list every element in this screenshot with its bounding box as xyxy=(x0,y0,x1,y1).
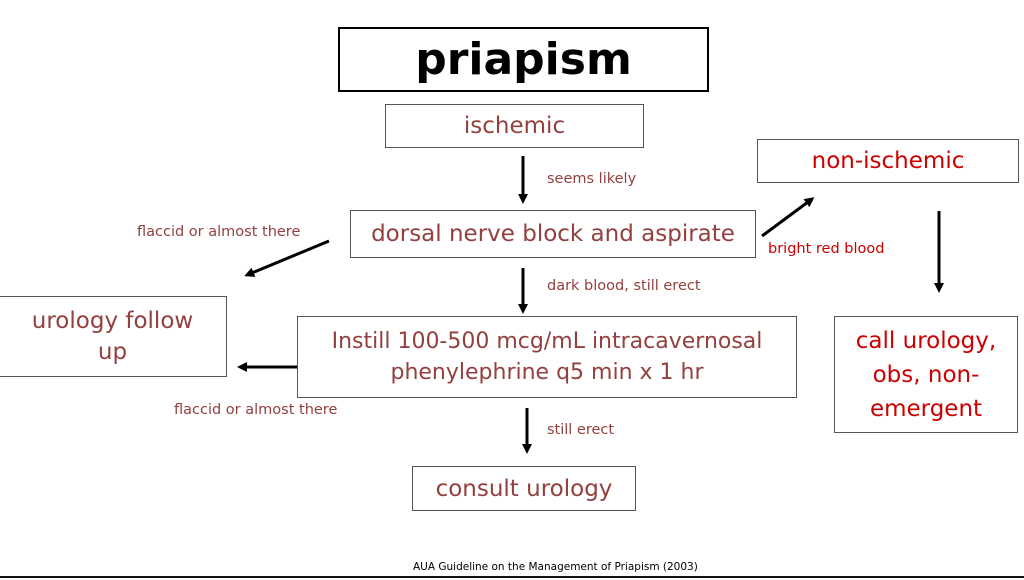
node-non-ischemic-label: non-ischemic xyxy=(811,148,965,174)
node-urology-follow-up-line1: urology follow xyxy=(31,307,194,334)
edge-label-seems-likely: seems likely xyxy=(547,171,637,187)
title-box: priapism xyxy=(338,27,709,92)
node-consult-urology-label: consult urology xyxy=(435,475,613,502)
edge-label-dark-blood: dark blood, still erect xyxy=(547,278,701,294)
node-ischemic-label: ischemic xyxy=(463,113,566,139)
edge-label-still-erect: still erect xyxy=(547,422,615,438)
arrow-block-to-follow-up xyxy=(244,239,330,277)
arrow-block-to-nonischemic xyxy=(761,197,815,238)
node-dorsal-block: dorsal nerve block and aspirate xyxy=(350,210,756,258)
node-dorsal-block-label: dorsal nerve block and aspirate xyxy=(371,221,735,247)
node-urology-follow-up: urology follow up xyxy=(0,296,227,377)
node-instill-line1: Instill 100-500 mcg/mL intracavernosal xyxy=(331,329,763,354)
page-title: priapism xyxy=(415,34,632,85)
edge-label-flaccid-top: flaccid or almost there xyxy=(137,224,301,240)
node-instill-phenylephrine: Instill 100-500 mcg/mL intracavernosal p… xyxy=(297,316,797,398)
node-call-urology-line2: obs, non- xyxy=(872,361,980,388)
node-urology-follow-up-line2: up xyxy=(97,338,128,365)
node-consult-urology: consult urology xyxy=(412,466,636,511)
node-ischemic: ischemic xyxy=(385,104,644,148)
footer-citation: AUA Guideline on the Management of Priap… xyxy=(413,561,698,573)
node-instill-line2: phenylephrine q5 min x 1 hr xyxy=(390,360,704,385)
bottom-rule xyxy=(0,576,1024,578)
edge-label-bright-red-blood: bright red blood xyxy=(768,241,885,257)
node-call-urology: call urology, obs, non- emergent xyxy=(834,316,1018,433)
node-call-urology-line3: emergent xyxy=(869,395,983,422)
node-call-urology-line1: call urology, xyxy=(855,327,997,354)
edge-label-flaccid-bottom: flaccid or almost there xyxy=(174,402,338,418)
node-non-ischemic: non-ischemic xyxy=(757,139,1019,183)
